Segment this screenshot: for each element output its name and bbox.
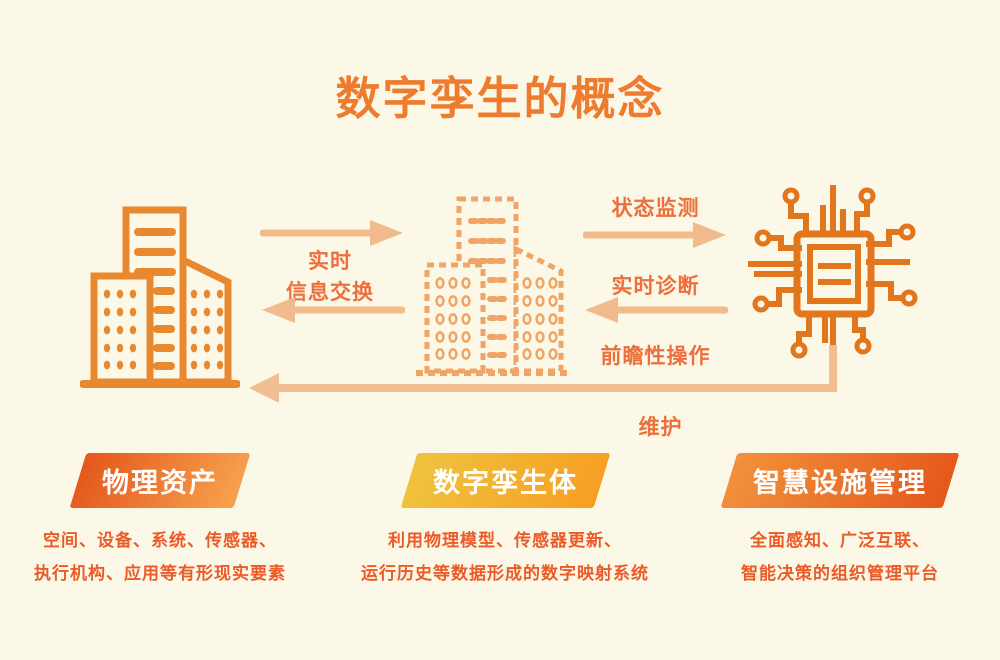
digital-twin-desc-line2: 运行历史等数据形成的数字映射系统	[361, 564, 649, 583]
exchange-label-line2: 信息交换	[286, 281, 374, 304]
building-dashed-icon	[410, 192, 576, 383]
smart-management-desc-line1: 全面感知、广泛互联、	[750, 531, 930, 550]
diagnose-label: 实时诊断	[611, 275, 700, 298]
proactive-label: 前瞻性操作	[600, 345, 711, 368]
section-digital-twin: 数字孪生体 利用物理模型、传感器更新、 运行历史等数据形成的数字映射系统	[355, 453, 655, 590]
arrow-exchange-right	[259, 217, 405, 254]
building-icon	[79, 203, 241, 394]
physical-asset-desc-line2: 执行机构、应用等有形现实要素	[34, 564, 286, 583]
page-title: 数字孪生的概念	[335, 73, 665, 124]
arrow-monitor-right	[582, 219, 728, 256]
arrow-maintain-long	[245, 340, 845, 407]
chip-icon	[745, 172, 925, 369]
digital-twin-banner: 数字孪生体	[400, 453, 610, 508]
exchange-label-line1: 实时	[308, 250, 352, 273]
smart-management-banner-label: 智慧设施管理	[753, 468, 927, 498]
digital-twin-banner-label: 数字孪生体	[432, 468, 578, 498]
maintain-label: 维护	[638, 416, 683, 439]
monitor-label: 状态监测	[611, 197, 700, 220]
section-physical-asset: 物理资产 空间、设备、系统、传感器、 执行机构、应用等有形现实要素	[20, 453, 300, 590]
physical-asset-banner-label: 物理资产	[102, 468, 218, 498]
section-smart-management: 智慧设施管理 全面感知、广泛互联、 智能决策的组织管理平台	[690, 453, 990, 590]
physical-asset-desc-line1: 空间、设备、系统、传感器、	[43, 531, 277, 550]
smart-management-desc-line2: 智能决策的组织管理平台	[741, 564, 939, 583]
arrow-exchange-left	[260, 294, 406, 331]
digital-twin-desc-line1: 利用物理模型、传感器更新、	[388, 531, 622, 550]
physical-asset-banner: 物理资产	[69, 453, 251, 508]
arrow-diagnose-left	[583, 294, 729, 331]
smart-management-banner: 智慧设施管理	[720, 453, 960, 508]
